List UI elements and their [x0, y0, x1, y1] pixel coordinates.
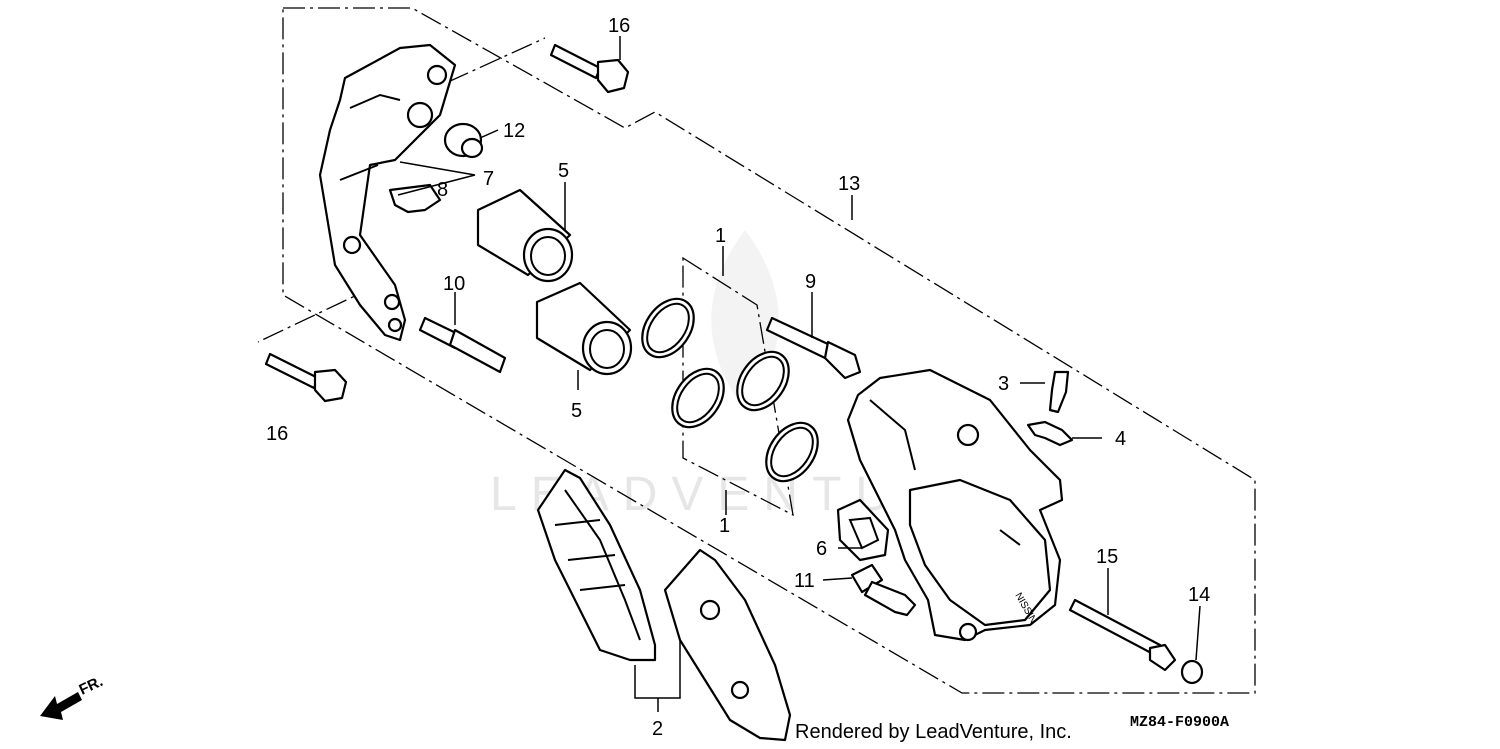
callout-2: 2: [652, 718, 663, 740]
diagram-code: MZ84-F0900A: [1130, 714, 1229, 731]
bracket-pin: [418, 316, 507, 374]
brake-pad-front: [536, 468, 657, 662]
callout-9: 9: [805, 271, 816, 293]
caliper-bracket: [318, 43, 457, 342]
callout-4: 4: [1115, 428, 1126, 450]
piston-seals: [641, 297, 819, 483]
callout-8: 8: [437, 179, 448, 201]
callout-5-upper: 5: [558, 160, 569, 182]
brake-pad-rear: [663, 548, 792, 742]
callout-7: 7: [483, 168, 494, 190]
callout-13: 13: [838, 173, 860, 195]
front-direction-label: FR.: [77, 673, 106, 699]
callout-6: 6: [816, 538, 827, 560]
callout-10: 10: [443, 273, 465, 295]
leader-lines: [397, 36, 1201, 712]
callout-3: 3: [998, 373, 1009, 395]
callout-16-top: 16: [608, 15, 630, 37]
bleeder-cap: [1026, 420, 1074, 447]
callout-1-upper: 1: [715, 225, 726, 247]
caliper-assembly-boundary: [282, 7, 1256, 694]
pad-pin-bolt: [1068, 598, 1177, 672]
pad-retainer-clip: [388, 183, 442, 214]
render-credit: Rendered by LeadVenture, Inc.: [795, 721, 1072, 743]
piston-lower: [535, 281, 633, 376]
callout-15: 15: [1096, 546, 1118, 568]
piston-upper: [476, 188, 574, 283]
pin-boot: [443, 122, 484, 159]
pad-spring: [836, 498, 890, 562]
slide-pin: [850, 563, 917, 617]
front-direction-arrow-icon: [40, 692, 82, 720]
bracket-bolt-frame: [257, 37, 546, 343]
caliper-pin: [765, 316, 862, 380]
pin-plug: [1180, 659, 1204, 685]
bleeder-screw: [1048, 370, 1070, 414]
caliper-body: NISSIN: [846, 368, 1064, 642]
callout-5-lower: 5: [571, 400, 582, 422]
callout-11: 11: [794, 570, 815, 592]
callout-12: 12: [503, 120, 525, 142]
callout-16-bottom: 16: [266, 423, 288, 445]
callout-14: 14: [1188, 584, 1210, 606]
bracket-bolt-top: [549, 43, 630, 94]
callout-1-lower: 1: [719, 515, 730, 537]
bracket-bolt-bottom: [264, 352, 348, 403]
